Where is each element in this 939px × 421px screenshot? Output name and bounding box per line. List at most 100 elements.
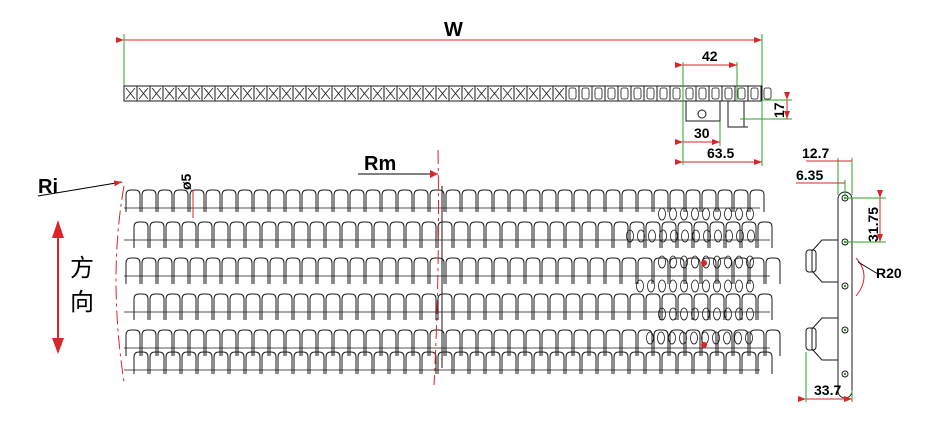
belt-link-loop — [157, 189, 173, 212]
belt-link-loop — [349, 257, 365, 284]
belt-link-loop — [149, 293, 165, 320]
oval-slot — [724, 207, 732, 221]
belt-link-loop — [237, 257, 253, 284]
belt-link-loop — [461, 329, 477, 356]
belt-link-loop — [341, 351, 357, 374]
belt-link-loop — [221, 329, 237, 356]
strip-cross — [125, 87, 136, 100]
belt-link-loop — [133, 221, 149, 248]
strip-cross — [541, 87, 552, 100]
strip-cross — [424, 87, 435, 100]
strip-cross — [177, 87, 188, 100]
oval-slot — [626, 229, 634, 243]
belt-link-loop — [485, 293, 501, 320]
oval-slot — [669, 307, 677, 321]
belt-link-loop — [589, 329, 605, 356]
oval-slot — [680, 255, 688, 269]
belt-link-loop — [493, 257, 509, 284]
oval-slot — [670, 229, 678, 243]
oval-slot — [679, 331, 687, 345]
belt-link-loop — [405, 351, 421, 374]
belt-link-loop — [621, 189, 637, 212]
belt-link-loop — [709, 293, 725, 320]
belt-link-loop — [549, 221, 565, 248]
oval-slot — [703, 229, 711, 243]
belt-link-loop — [741, 351, 757, 374]
belt-link-loop — [597, 351, 613, 374]
oval-slot — [724, 279, 732, 293]
belt-link-loop — [573, 329, 589, 356]
oval-slot — [724, 255, 732, 269]
belt-link-loop — [269, 189, 285, 212]
belt-link-loop — [429, 257, 445, 284]
oval-slot — [680, 307, 688, 321]
oval-slot — [647, 279, 655, 293]
belt-link-loop — [205, 329, 221, 356]
belt-link-loop — [421, 221, 437, 248]
side-pin — [841, 370, 849, 378]
belt-edge-links — [123, 86, 772, 101]
belt-link-loop — [509, 189, 525, 212]
belt-link-loop — [125, 329, 141, 356]
belt-link-loop — [757, 351, 773, 374]
side-guide-lower — [805, 317, 839, 361]
belt-link-loop — [213, 221, 229, 248]
belt-link-loop — [645, 293, 661, 320]
belt-link-loop — [685, 189, 701, 212]
belt-link-loop — [437, 221, 453, 248]
belt-link-loop — [189, 189, 205, 212]
strip-bar — [568, 87, 577, 100]
belt-link-loop — [581, 221, 597, 248]
belt-link-loop — [661, 351, 677, 374]
strip-bar — [685, 87, 694, 100]
strip-cross — [333, 87, 344, 100]
side-pin-center — [843, 196, 847, 200]
belt-link-loop — [405, 221, 421, 248]
direction-char-1: 方 — [70, 254, 94, 282]
belt-link-loop — [269, 257, 285, 284]
belt-link-loop — [245, 351, 261, 374]
pin-dot — [701, 342, 707, 348]
oval-slot — [735, 255, 743, 269]
oval-slot — [735, 279, 743, 293]
belt-link-loop — [413, 329, 429, 356]
top-view: W 42 17 30 63.5 — [116, 19, 792, 166]
belt-link-loop — [197, 293, 213, 320]
belt-link-loop — [469, 351, 485, 374]
belt-link-loop — [741, 221, 757, 248]
belt-link-loop — [421, 293, 437, 320]
oval-slot — [648, 229, 656, 243]
strip-cross — [203, 87, 214, 100]
belt-link-loop — [365, 329, 381, 356]
belt-link-loop — [141, 189, 157, 212]
oval-slot — [691, 207, 699, 221]
belt-link-loop — [541, 329, 557, 356]
strip-cross — [463, 87, 474, 100]
width-label: W — [444, 19, 463, 41]
belt-link-loop — [565, 293, 581, 320]
belt-link-loop — [133, 351, 149, 374]
belt-link-loop — [717, 189, 733, 212]
belt-link-loop — [485, 351, 501, 374]
strip-cross — [385, 87, 396, 100]
belt-link-loop — [205, 189, 221, 212]
belt-link-loop — [509, 329, 525, 356]
side-view: 12.7 6.35 31.75 R20 33.7 — [796, 145, 902, 402]
belt-link-loop — [613, 221, 629, 248]
oval-slot — [658, 279, 666, 293]
belt-link-loop — [389, 351, 405, 374]
belt-link-loop — [333, 257, 349, 284]
belt-link-loop — [701, 329, 717, 356]
belt-link-loop — [325, 293, 341, 320]
belt-link-loop — [637, 257, 653, 284]
belt-link-loop — [701, 189, 717, 212]
belt-link-loop — [557, 257, 573, 284]
belt-link-loop — [445, 189, 461, 212]
belt-link-loop — [669, 189, 685, 212]
belt-link-loop — [749, 257, 765, 284]
belt-link-loop — [317, 189, 333, 212]
belt-link-loop — [685, 257, 701, 284]
belt-link-loop — [733, 189, 749, 212]
side-pin-center — [843, 284, 847, 288]
belt-link-loop — [373, 221, 389, 248]
